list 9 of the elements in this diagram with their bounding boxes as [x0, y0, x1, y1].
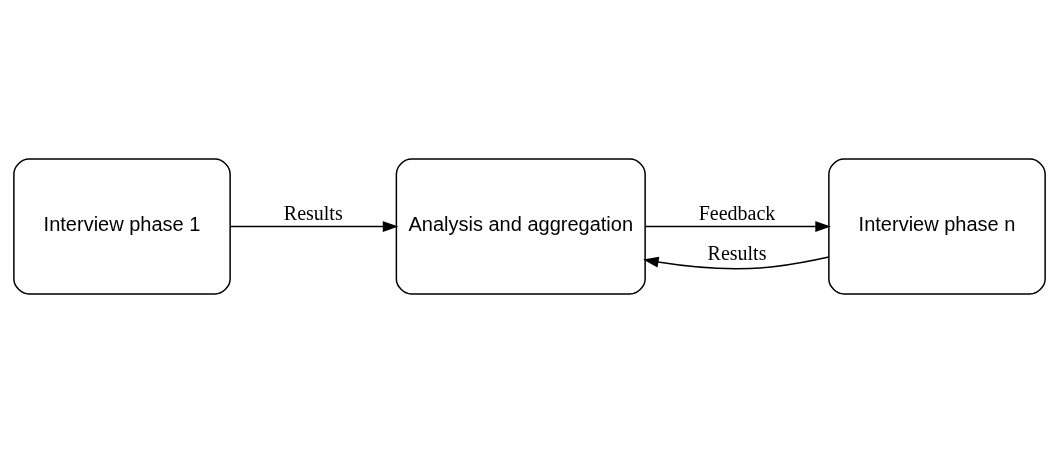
edge-label: Feedback — [698, 202, 776, 224]
arrow — [643, 256, 830, 270]
arrow — [229, 221, 399, 232]
arrow — [644, 221, 831, 232]
edge-label: Results — [707, 242, 767, 264]
node-box: Interview phase 1 — [13, 158, 231, 295]
node-box: Interview phase n — [828, 158, 1046, 295]
node-box: Analysis and aggregation — [395, 158, 646, 295]
edge-label: Results — [283, 202, 343, 224]
